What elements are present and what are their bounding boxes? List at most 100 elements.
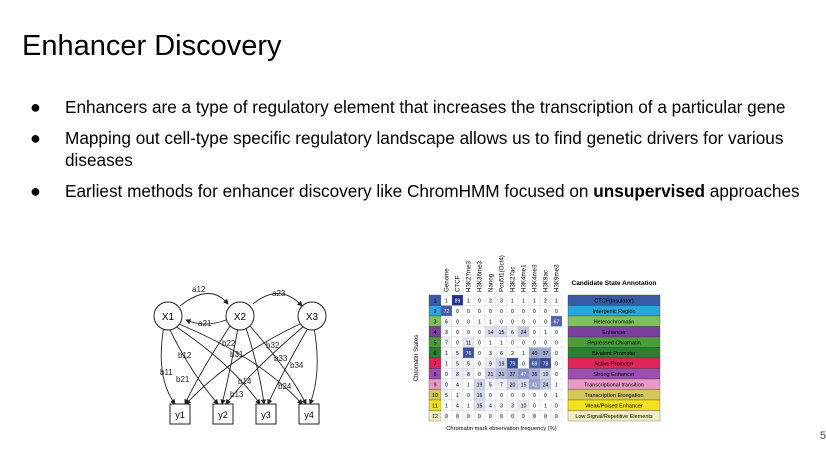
- hidden-node-label: X2: [234, 312, 247, 323]
- mark-label: H3K9me3: [554, 264, 561, 292]
- mark-label: H3K9ac: [543, 270, 550, 292]
- heat-cell-value: 0: [522, 341, 525, 347]
- heat-cell-value: 7: [445, 341, 448, 347]
- edge-labels: a12 a23 a21 b11 b12 b21 b22 b31 b32 b33 …: [160, 285, 304, 399]
- heat-cell-value: 0: [522, 320, 525, 326]
- heat-cell-value: 31: [499, 372, 505, 378]
- page-number: 5: [819, 430, 826, 442]
- heat-cell-value: 1: [555, 393, 558, 399]
- state-number: 4: [433, 330, 436, 336]
- mark-label: H3K27ac: [510, 267, 517, 292]
- heat-cell-value: 1: [445, 404, 448, 410]
- mark-label: H3K4me1: [521, 264, 528, 292]
- heat-cell-value: 0: [544, 341, 547, 347]
- heat-cell-value: 0: [489, 309, 492, 315]
- hidden-node: [297, 301, 327, 331]
- heat-cell-value: 0: [478, 414, 481, 420]
- edge-label: a12: [192, 285, 206, 294]
- heat-cell-value: 0: [478, 372, 481, 378]
- heat-cell-value: 79: [510, 362, 516, 368]
- hmm-edges: [160, 293, 318, 405]
- hidden-node-label: X3: [306, 312, 319, 323]
- heat-cell-value: 0: [478, 330, 481, 336]
- edge-label: b24: [278, 382, 292, 391]
- heat-cell-value: 76: [466, 351, 472, 357]
- annotation-label: Transcriptional transition: [584, 383, 644, 389]
- heat-cell-value: 5: [456, 362, 459, 368]
- state-number: 2: [433, 309, 436, 315]
- heat-cell-value: 8: [467, 372, 470, 378]
- edge-label: b33: [274, 354, 288, 363]
- heat-cell-value: 5: [456, 351, 459, 357]
- state-number: 3: [433, 320, 436, 326]
- heat-cell-value: 0: [533, 330, 536, 336]
- edge-label: b21: [176, 375, 190, 384]
- heat-cell-value: 3: [489, 351, 492, 357]
- heat-cell-value: 0: [467, 309, 470, 315]
- heat-cell-value: 11: [466, 341, 471, 347]
- heat-cell-value: 0: [500, 320, 503, 326]
- heat-cell-value: 0: [445, 383, 448, 389]
- heat-cell-value: 5: [445, 393, 448, 399]
- annotation-label: Enhancer: [602, 330, 626, 336]
- heat-cell-value: 0: [467, 320, 470, 326]
- heat-cell-value: 37: [543, 351, 549, 357]
- heat-cell-value: 0: [533, 393, 536, 399]
- edge-b31: [185, 323, 301, 405]
- heat-cell-value: 0: [533, 341, 536, 347]
- heat-cell-value: 1: [522, 351, 525, 357]
- hmm-diagram: X1 X2 X3 y1 y2 y3 y4 a12 a23 a21 b11 b12…: [150, 282, 340, 432]
- heat-cell-value: 0: [555, 362, 558, 368]
- heat-cell-value: 16: [477, 393, 483, 399]
- annotation-label: Transcription Elongation: [584, 393, 643, 399]
- heat-cell-value: 19: [543, 372, 549, 378]
- edge-label: b22: [222, 339, 236, 348]
- heat-cell-value: 24: [521, 330, 527, 336]
- heat-cell-value: 0: [500, 414, 503, 420]
- heat-cell-value: 9: [489, 362, 492, 368]
- heat-cell-value: 0: [511, 393, 514, 399]
- edge-b11: [160, 325, 176, 405]
- heat-cell-value: 0: [533, 320, 536, 326]
- state-number: 1: [433, 299, 436, 305]
- heat-cell-value: 0: [555, 341, 558, 347]
- heat-cell-value: 0: [544, 393, 547, 399]
- state-number: 12: [432, 414, 438, 420]
- heat-cell-value: 0: [489, 414, 492, 420]
- heat-cell-value: 0: [456, 341, 459, 347]
- heat-cell-value: 0: [555, 404, 558, 410]
- hidden-node: [153, 301, 183, 331]
- edge-label: b11: [160, 368, 173, 377]
- observed-node: [298, 403, 320, 425]
- heat-cell-value: 0: [500, 393, 503, 399]
- heat-cell-value: 1: [500, 341, 503, 347]
- heat-cell-value: 0: [456, 414, 459, 420]
- annotation-cell: [567, 410, 661, 422]
- heat-cell-value: 1: [544, 404, 547, 410]
- heat-cell-value: 0: [511, 309, 514, 315]
- heat-cell-value: 4: [456, 404, 459, 410]
- heat-cell-value: 1: [445, 299, 448, 305]
- heat-cell-value: 0: [445, 372, 448, 378]
- heat-cell-value: 15: [477, 404, 483, 410]
- heat-cell-value: 0: [533, 404, 536, 410]
- observed-node: [212, 403, 234, 425]
- edge-a21: [185, 319, 227, 325]
- heat-cell-value: 1: [511, 299, 514, 305]
- mark-label: H3K27me3: [466, 260, 473, 292]
- heat-cell-value: 78: [543, 362, 549, 368]
- mark-label: CTCF: [455, 275, 462, 292]
- mark-label: H3K36me3: [477, 260, 484, 292]
- heat-cell-value: 0: [555, 309, 558, 315]
- edge-b14: [173, 321, 303, 405]
- edge-label: a21: [198, 319, 212, 328]
- state-number: 6: [433, 351, 436, 357]
- state-number: 9: [433, 383, 436, 389]
- state-number: 7: [433, 362, 436, 368]
- x-axis-label: Chromatin mark observation frequency (%): [446, 426, 557, 432]
- heat-cell-value: 0: [478, 299, 481, 305]
- heat-cell-value: 0: [511, 414, 514, 420]
- observed-node-label: y2: [218, 410, 228, 420]
- heat-cell-value: 2: [511, 351, 514, 357]
